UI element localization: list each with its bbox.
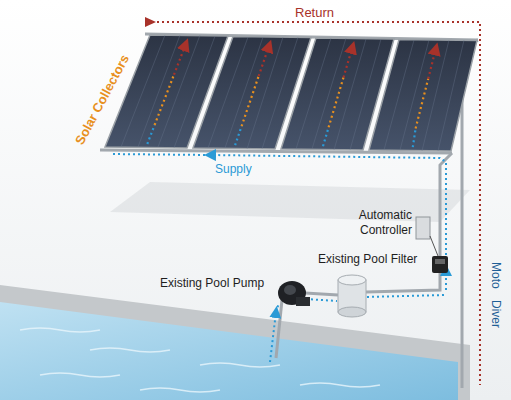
panel-tubes — [121, 35, 464, 151]
controller-symbol — [416, 217, 438, 256]
return-label: Return — [292, 5, 337, 20]
illustration-part — [270, 312, 276, 362]
illustration-part — [435, 259, 445, 264]
solar-panels — [105, 35, 477, 151]
illustration-part — [306, 299, 337, 301]
illustration-part — [369, 40, 477, 152]
illustration-part — [152, 22, 480, 385]
illustration-part — [416, 79, 429, 129]
panel-shadow — [110, 182, 470, 222]
illustration-part — [367, 295, 446, 297]
illustration-part — [413, 128, 416, 147]
panel-flow — [147, 45, 436, 148]
illustration-part — [284, 285, 296, 295]
illustration-part — [0, 302, 458, 400]
illustration-part — [20, 328, 380, 392]
illustration-part — [344, 47, 353, 77]
illustration-part — [121, 35, 215, 148]
diverter-valve-symbol — [432, 256, 448, 273]
illustration-part — [0, 285, 470, 400]
illustration-part — [338, 275, 366, 285]
collector-label: Solar Collectors — [72, 52, 132, 147]
valve-label: Diver — [488, 300, 503, 328]
illustration-part — [384, 40, 464, 151]
pool-filter-symbol — [338, 275, 366, 317]
illustration-part — [210, 155, 446, 270]
illustration-part — [147, 125, 154, 144]
illustration-part — [235, 126, 242, 145]
controller-label: Automatic Controller — [340, 208, 412, 238]
illustration-part — [174, 45, 186, 75]
illustration-part — [110, 154, 210, 155]
illustration-part — [276, 300, 282, 358]
illustration-part — [338, 307, 366, 317]
illustration-part — [323, 127, 329, 146]
illustration-part — [296, 297, 310, 306]
return-flow — [145, 17, 480, 385]
illustration-part — [305, 293, 338, 295]
illustration-part — [145, 17, 156, 27]
illustration-part — [329, 77, 344, 127]
illustration-part — [416, 217, 430, 239]
illustration-part — [296, 38, 381, 150]
supply-label: Supply — [215, 162, 252, 177]
filter-label: Existing Pool Filter — [318, 252, 417, 267]
pump-label: Existing Pool Pump — [160, 276, 264, 291]
illustration-part — [428, 49, 436, 79]
illustration-part — [259, 46, 269, 76]
illustration-part — [155, 75, 174, 125]
illustration-part — [276, 303, 279, 312]
illustration-part — [208, 37, 298, 149]
illustration-part — [242, 76, 259, 126]
supply-flow — [110, 154, 446, 362]
valve-label: Moto — [488, 262, 503, 289]
illustration-part — [432, 256, 448, 273]
illustration-part — [366, 273, 440, 292]
pool — [0, 285, 470, 400]
pool-pump-symbol — [278, 281, 310, 306]
pipes — [100, 34, 478, 388]
illustration-part — [430, 236, 438, 256]
